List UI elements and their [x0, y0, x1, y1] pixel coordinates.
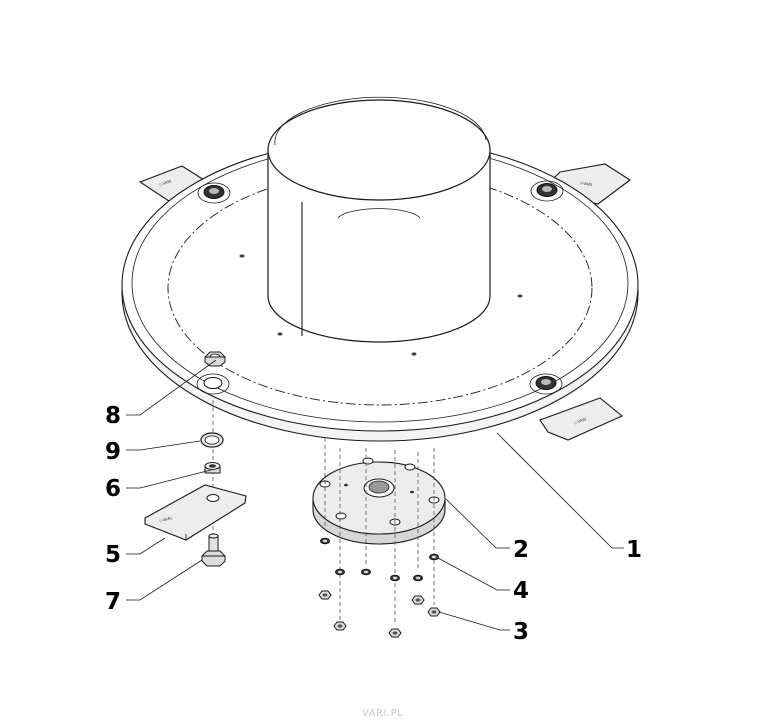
callout-4: 4	[513, 578, 529, 604]
callout-1: 1	[626, 537, 642, 563]
callout-3: 3	[513, 619, 529, 645]
part-2-hub-flange	[312, 457, 446, 545]
part-7-bolt	[201, 533, 226, 567]
leader-lines	[126, 359, 624, 631]
svg-text:▷VARI: ▷VARI	[580, 180, 593, 187]
svg-text:▷VARI: ▷VARI	[574, 416, 587, 425]
part-9-washer	[200, 432, 224, 448]
part-4-spring-washers	[320, 537, 439, 582]
watermark: VARI.PL	[362, 708, 403, 719]
part-5-blade: ▷VARI	[144, 484, 247, 541]
callout-7: 7	[105, 589, 121, 615]
disc-bolt-back-left	[197, 182, 231, 204]
callout-8: 8	[105, 403, 121, 429]
callout-6: 6	[105, 476, 121, 502]
cylinder-hood	[267, 96, 491, 343]
disc-bolt-hole-front-left	[196, 373, 230, 395]
assembly-axis-lines	[324, 438, 435, 625]
disc-bolt-front-right	[529, 373, 563, 395]
svg-text:▷VARI: ▷VARI	[159, 516, 172, 523]
part-6-bushing	[204, 462, 221, 474]
disc-bolt-back-right	[530, 180, 564, 202]
callout-2: 2	[513, 537, 529, 563]
part-3-nuts	[318, 590, 441, 638]
blade-right-front: ▷VARI	[539, 397, 624, 441]
callout-5: 5	[105, 542, 121, 568]
callout-9: 9	[105, 439, 121, 465]
svg-text:▷VARI: ▷VARI	[159, 178, 172, 187]
part-8-nut	[204, 351, 226, 367]
